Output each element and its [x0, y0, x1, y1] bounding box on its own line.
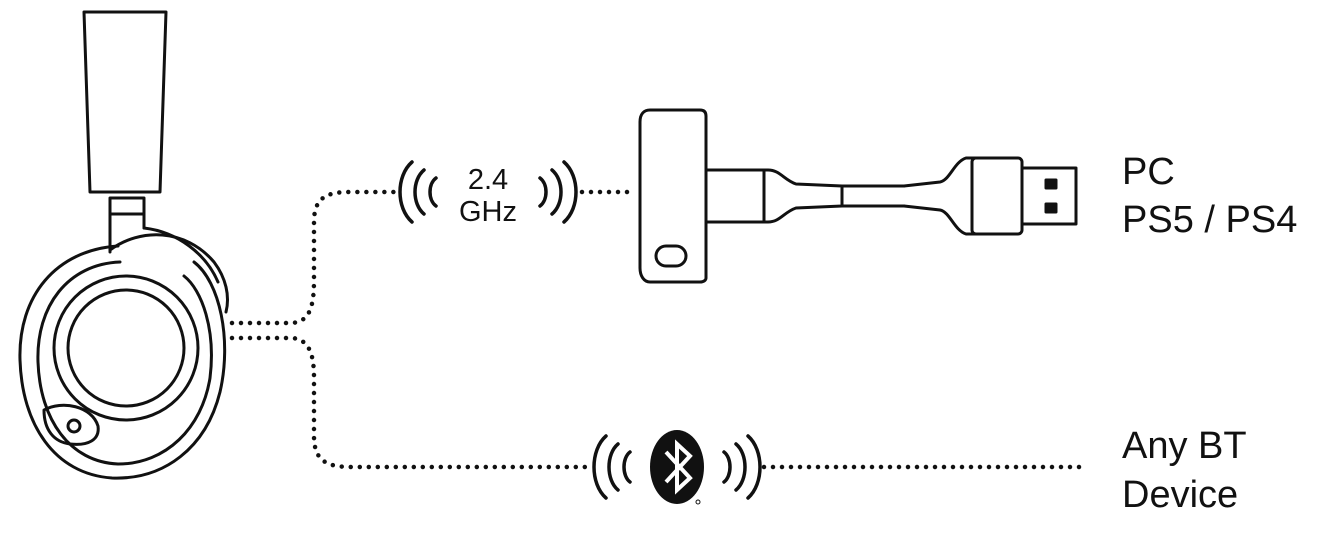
wireless-signal-icon	[398, 160, 578, 224]
ear-cup-shell	[18, 244, 227, 480]
usb-cable	[840, 184, 906, 208]
ear-cushion-inner	[66, 288, 186, 408]
link-headset-lower	[229, 335, 591, 470]
ear-cushion-outer	[52, 274, 200, 422]
headset-arm	[108, 233, 229, 314]
frequency-label-line1: 2.4	[467, 164, 509, 196]
console-target-label: PS5 / PS4	[1122, 199, 1298, 241]
bluetooth-icon	[650, 430, 704, 505]
usb-dongle-icon	[638, 108, 1078, 284]
link-headset-upper	[229, 189, 399, 326]
usb-plug	[970, 156, 1024, 236]
dongle-led	[654, 244, 688, 268]
dotted-links	[229, 189, 1085, 470]
headset-button	[42, 403, 100, 446]
usb-tongue	[1020, 166, 1078, 226]
dongle-body	[638, 108, 708, 284]
bt-signal-waves	[592, 434, 762, 500]
headband	[82, 10, 168, 194]
frequency-label-line2: GHz	[459, 196, 517, 228]
pc-target-label: PC	[1122, 151, 1175, 193]
bt-target-label: Any BT	[1122, 425, 1247, 467]
bt-device-label: Device	[1122, 474, 1239, 516]
headset-icon	[18, 10, 229, 480]
headband-yoke	[108, 196, 146, 216]
